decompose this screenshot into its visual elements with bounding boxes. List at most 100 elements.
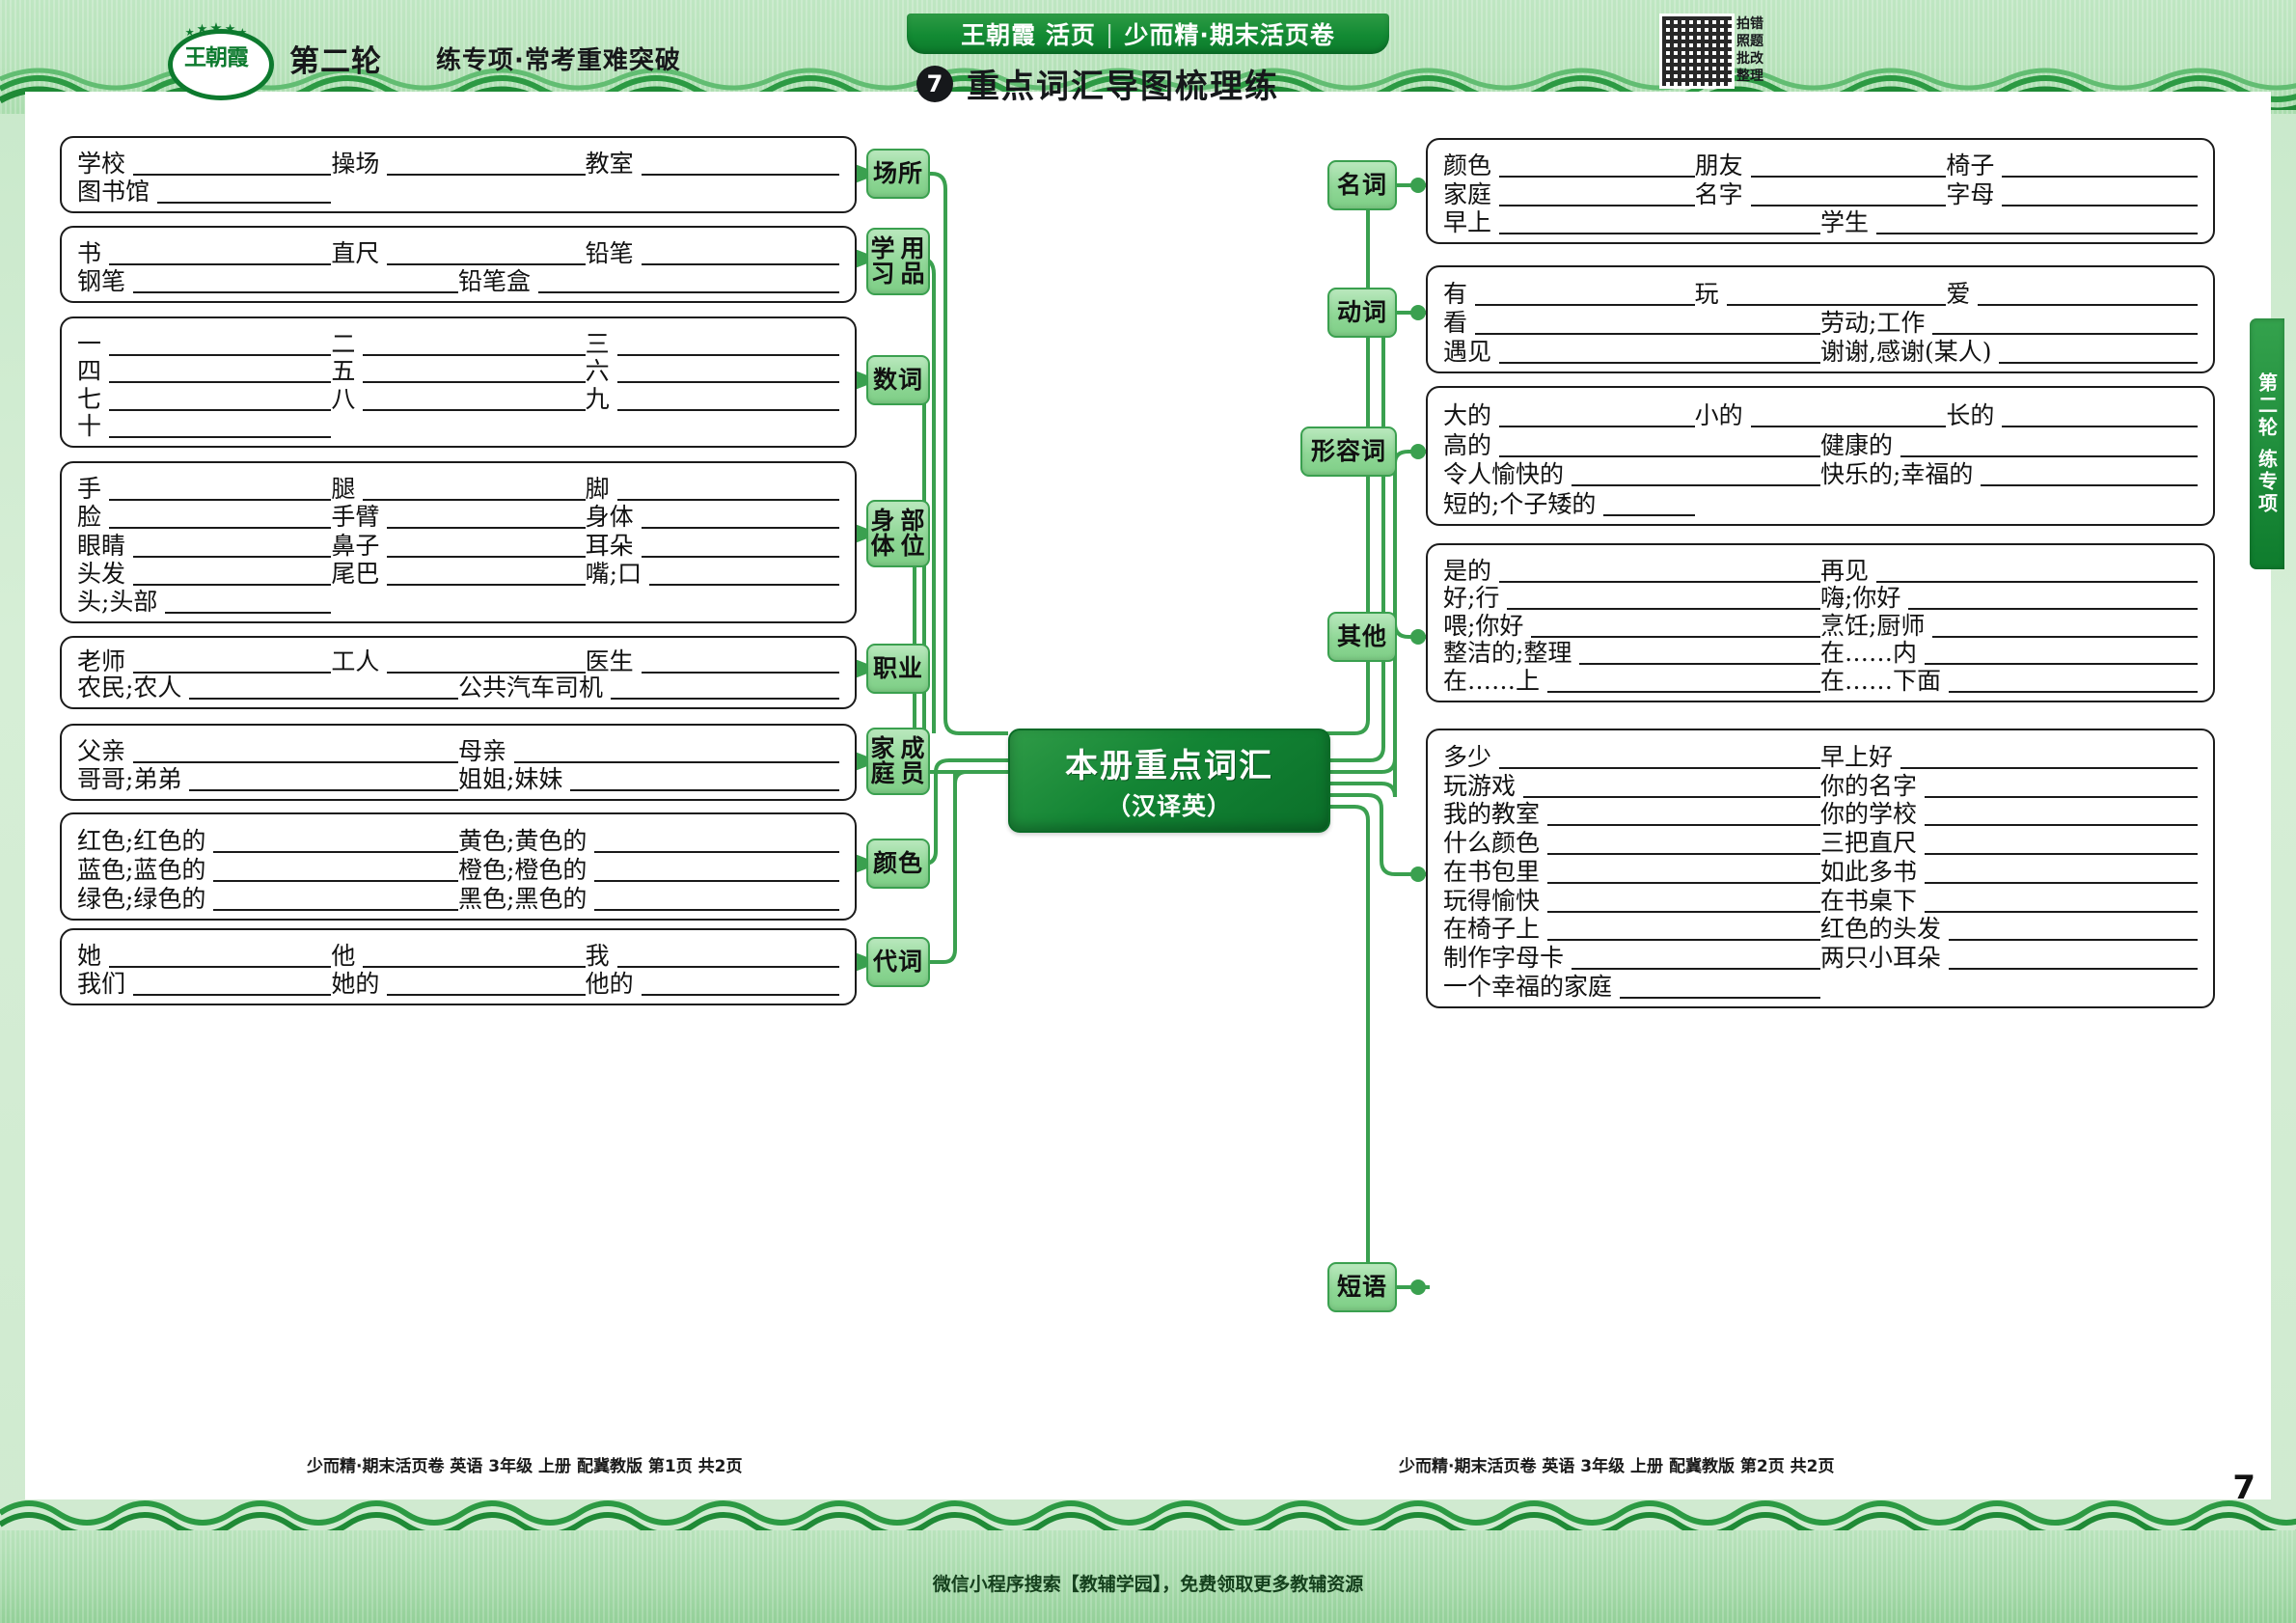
answer-blank[interactable] [213,832,458,853]
answer-blank[interactable] [189,678,458,700]
answer-blank[interactable] [1908,589,2198,611]
answer-blank[interactable] [611,678,839,700]
answer-blank[interactable] [109,390,332,411]
answer-blank[interactable] [1499,562,1820,583]
answer-blank[interactable] [109,244,332,265]
chip-adjectives[interactable]: 形容词 [1300,426,1397,477]
answer-blank[interactable] [1547,920,1820,942]
answer-blank[interactable] [133,536,332,558]
answer-blank[interactable] [1499,436,1820,457]
answer-blank[interactable] [1925,644,2198,666]
chip-jobs[interactable]: 职业 [866,644,930,694]
answer-blank[interactable] [1499,748,1820,769]
answer-blank[interactable] [641,652,839,674]
answer-blank[interactable] [1572,465,1820,487]
answer-blank[interactable] [213,861,458,882]
answer-blank[interactable] [387,564,586,586]
answer-blank[interactable] [1523,777,1820,798]
answer-blank[interactable] [213,890,458,911]
answer-blank[interactable] [1499,213,1820,234]
answer-blank[interactable] [594,861,839,882]
answer-blank[interactable] [1949,672,2198,693]
answer-blank[interactable] [109,480,332,502]
answer-blank[interactable] [1925,892,2198,913]
answer-blank[interactable] [1999,343,2198,364]
answer-blank[interactable] [1726,285,1947,306]
answer-blank[interactable] [387,244,586,265]
answer-blank[interactable] [133,652,332,674]
answer-blank[interactable] [2002,156,2198,179]
chip-numerals[interactable]: 数词 [866,355,930,405]
answer-blank[interactable] [616,947,839,968]
chip-others[interactable]: 其他 [1327,612,1397,662]
answer-blank[interactable] [133,272,458,293]
answer-blank[interactable] [1531,617,1820,638]
answer-blank[interactable] [133,975,332,996]
answer-blank[interactable] [1900,436,2198,457]
answer-blank[interactable] [514,742,839,763]
answer-blank[interactable] [387,652,586,674]
answer-blank[interactable] [641,508,839,530]
chip-nouns[interactable]: 名词 [1327,160,1397,210]
answer-blank[interactable] [1925,777,2198,798]
chip-school-supplies[interactable]: 学习用品 [866,228,930,295]
answer-blank[interactable] [1547,805,1820,827]
answer-blank[interactable] [1750,406,1947,427]
answer-blank[interactable] [363,480,586,502]
answer-blank[interactable] [1547,672,1820,693]
answer-blank[interactable] [616,480,839,502]
answer-blank[interactable] [1750,185,1947,206]
answer-blank[interactable] [189,770,458,791]
answer-blank[interactable] [2002,185,2198,206]
answer-blank[interactable] [1925,805,2198,827]
answer-blank[interactable] [641,154,839,176]
answer-blank[interactable] [1900,748,2198,769]
chip-body-parts[interactable]: 身体部位 [866,500,930,567]
answer-blank[interactable] [363,362,586,383]
answer-blank[interactable] [570,770,839,791]
answer-blank[interactable] [1932,617,2198,638]
answer-blank[interactable] [133,564,332,586]
answer-blank[interactable] [616,335,839,356]
answer-blank[interactable] [1949,920,2198,942]
answer-blank[interactable] [109,417,332,438]
answer-blank[interactable] [594,890,839,911]
answer-blank[interactable] [1507,589,1820,611]
answer-blank[interactable] [1499,156,1695,179]
answer-blank[interactable] [133,742,458,763]
answer-blank[interactable] [1499,406,1695,427]
answer-blank[interactable] [1547,863,1820,884]
answer-blank[interactable] [1603,495,1695,516]
answer-blank[interactable] [1547,834,1820,856]
answer-blank[interactable] [109,362,332,383]
answer-blank[interactable] [616,362,839,383]
answer-blank[interactable] [1876,213,2198,234]
answer-blank[interactable] [594,832,839,853]
chip-places[interactable]: 场所 [866,149,930,199]
chip-verbs[interactable]: 动词 [1327,288,1397,338]
answer-blank[interactable] [1579,644,1820,666]
answer-blank[interactable] [1572,949,1820,971]
answer-blank[interactable] [1750,156,1947,179]
answer-blank[interactable] [2002,406,2198,427]
answer-blank[interactable] [133,154,332,176]
chip-family[interactable]: 家庭成员 [866,728,930,795]
answer-blank[interactable] [1547,892,1820,913]
answer-blank[interactable] [363,947,586,968]
answer-blank[interactable] [649,564,839,586]
answer-blank[interactable] [1925,834,2198,856]
answer-blank[interactable] [1620,977,1820,999]
answer-blank[interactable] [363,390,586,411]
answer-blank[interactable] [109,947,332,968]
answer-blank[interactable] [363,335,586,356]
answer-blank[interactable] [387,154,586,176]
answer-blank[interactable] [616,390,839,411]
answer-blank[interactable] [1925,863,2198,884]
answer-blank[interactable] [157,182,332,204]
answer-blank[interactable] [1981,465,2198,487]
answer-blank[interactable] [1932,314,2198,335]
answer-blank[interactable] [1475,314,1820,335]
answer-blank[interactable] [641,536,839,558]
qr-code[interactable] [1659,14,1735,89]
chip-phrases[interactable]: 短语 [1327,1262,1397,1312]
